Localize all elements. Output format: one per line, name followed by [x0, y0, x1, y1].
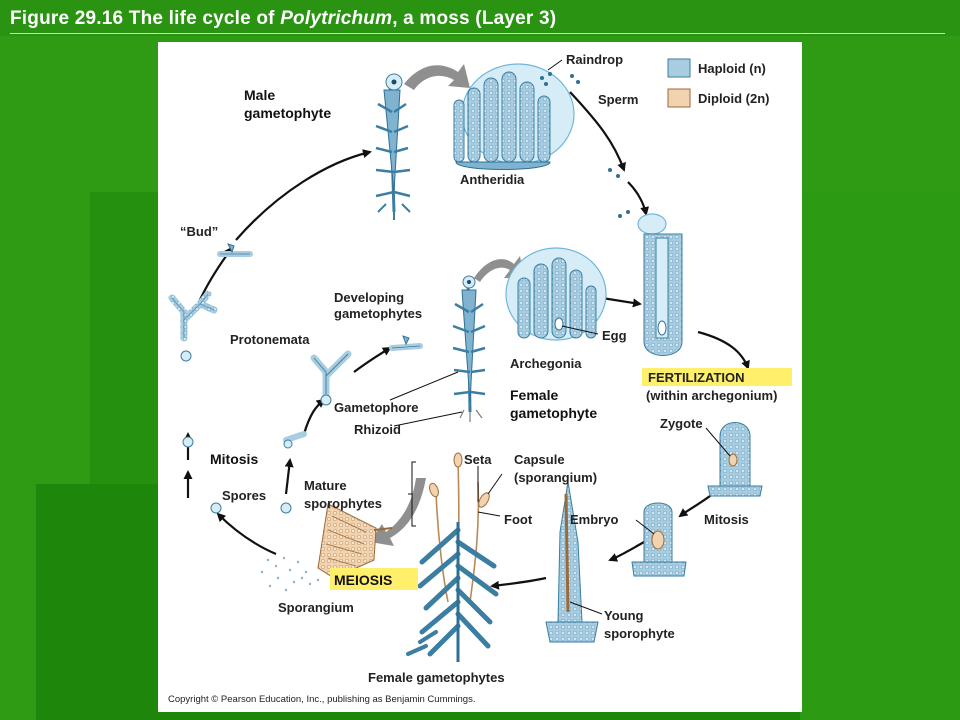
cycle-arrow-sporangium-to-spores — [216, 512, 277, 556]
label-antheridia: Antheridia — [460, 172, 525, 187]
label-developing-line1: Developing — [334, 290, 404, 305]
figure-panel: Haploid (n) Diploid (2n) — [158, 42, 802, 712]
cycle-arrow-inner-up — [302, 398, 326, 435]
label-meiosis: MEIOSIS — [334, 572, 392, 588]
label-protonemata: Protonemata — [230, 332, 310, 347]
label-within-archegonium: (within archegonium) — [646, 388, 777, 403]
grey-arrow-capsule-to-sporangium — [370, 478, 426, 546]
spore-left — [210, 502, 222, 514]
label-male-gametophyte-line2: gametophyte — [244, 105, 331, 121]
archegonium-sperm-illustration — [608, 168, 683, 356]
zygote-illustration — [707, 422, 763, 497]
cycle-arrow-fert-to-zygote — [697, 330, 750, 370]
label-zygote: Zygote — [660, 416, 703, 431]
legend-diploid-label: Diploid (2n) — [698, 91, 770, 106]
label-young-line2: sporophyte — [604, 626, 675, 641]
label-female-gametophyte-line1: Female — [510, 387, 558, 403]
label-gametophore: Gametophore — [334, 400, 419, 415]
label-sporangium: Sporangium — [278, 600, 354, 615]
label-male-gametophyte-line1: Male — [244, 87, 275, 103]
title-underline — [10, 33, 945, 34]
slide-title-genus: Polytrichum — [280, 8, 393, 29]
leader-rhizoid — [393, 411, 463, 427]
leader-foot — [477, 511, 501, 517]
label-mitosis-right: Mitosis — [704, 512, 749, 527]
leader-zygote — [705, 427, 731, 457]
male-gametophyte-illustration — [375, 73, 411, 220]
young-sporophyte-illustration — [545, 481, 599, 643]
label-developing-line2: gametophytes — [334, 306, 422, 321]
label-raindrop: Raindrop — [566, 52, 623, 67]
title-bar: Figure 29.16 The life cycle of Polytrich… — [0, 0, 960, 36]
label-female-gametophyte-line2: gametophyte — [510, 405, 597, 421]
cycle-arrow-mitosis-inner — [284, 458, 294, 495]
fertilization-highlight — [642, 368, 792, 386]
label-fertilization: FERTILIZATION — [648, 370, 745, 385]
slide-title-prefix: Figure 29.16 The life cycle of — [10, 8, 281, 29]
background-band-right — [800, 192, 960, 720]
bracket-mature-sporophytes — [408, 461, 416, 527]
leader-embryo — [635, 519, 655, 535]
embryo-illustration — [631, 502, 687, 577]
cycle-arrow-embryo-to-young — [608, 541, 645, 562]
cycle-arrow-inner-to-developing — [353, 346, 392, 373]
label-mitosis-left: Mitosis — [210, 451, 258, 467]
label-spores: Spores — [222, 488, 266, 503]
label-embryo: Embryo — [570, 512, 618, 527]
antheridia-illustration — [453, 63, 580, 170]
label-female-gametophytes: Female gametophytes — [368, 670, 505, 685]
spore-right — [280, 502, 292, 514]
label-egg: Egg — [602, 328, 627, 343]
label-rhizoid: Rhizoid — [354, 422, 401, 437]
slide-title: Figure 29.16 The life cycle of Polytrich… — [10, 8, 556, 30]
label-seta: Seta — [464, 452, 492, 467]
leader-gametophore — [389, 371, 459, 401]
meiosis-highlight — [330, 568, 418, 590]
leader-capsule — [487, 473, 503, 495]
label-foot: Foot — [504, 512, 533, 527]
grey-arrow-male-to-antheridia — [404, 64, 470, 90]
developing-gametophytes-illustration — [283, 335, 423, 449]
leader-egg — [561, 325, 599, 335]
copyright-notice: Copyright © Pearson Education, Inc., pub… — [168, 694, 475, 705]
cycle-arrow-young-to-female — [490, 576, 547, 590]
label-mature-line1: Mature — [304, 478, 347, 493]
cycle-arrow-sperm-down — [569, 91, 626, 172]
label-archegonia: Archegonia — [510, 356, 582, 371]
label-capsule-line2: (sporangium) — [514, 470, 597, 485]
leader-young — [569, 601, 603, 615]
label-young-line1: Young — [604, 608, 644, 623]
label-capsule-line1: Capsule — [514, 452, 565, 467]
cycle-arrow-bud-to-male — [235, 149, 372, 241]
female-gametophyte-illustration — [452, 247, 607, 422]
legend-diploid-swatch — [667, 88, 691, 108]
cycle-arrow-sperm-to-archegonium — [627, 181, 650, 216]
protonemata-illustration — [168, 243, 253, 362]
slide-title-suffix: , a moss (Layer 3) — [392, 8, 557, 29]
spore-up — [182, 436, 194, 448]
sporangium-illustration — [260, 503, 393, 592]
label-sperm: Sperm — [598, 92, 638, 107]
label-mature-line2: sporophytes — [304, 496, 382, 511]
cycle-arrow-archegonia-to-fert — [601, 296, 642, 308]
leader-raindrop — [547, 59, 563, 71]
legend-haploid-label: Haploid (n) — [698, 61, 766, 76]
legend-haploid-swatch — [667, 58, 691, 78]
life-cycle-diagram: Haploid (n) Diploid (2n) — [168, 52, 792, 705]
label-bud: “Bud” — [180, 224, 218, 239]
